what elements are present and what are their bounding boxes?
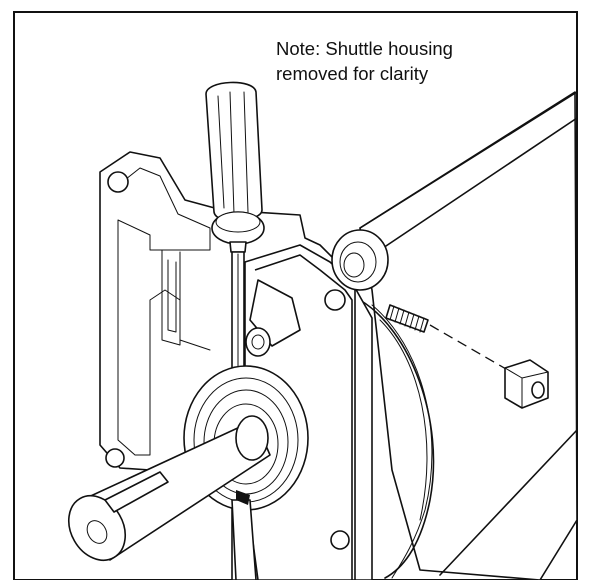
hex-nut-icon [504, 359, 549, 409]
alignment-line [429, 324, 526, 381]
screwdriver-icon [205, 81, 265, 433]
border [13, 11, 578, 580]
bearing-icon [331, 229, 389, 291]
mounting-tab [231, 490, 257, 580]
motor-icon [359, 91, 578, 580]
set-screw-icon [385, 304, 429, 333]
note-callout: Note: Shuttle housing removed for clarit… [276, 36, 576, 86]
note-line-1: Note: Shuttle housing [276, 38, 453, 59]
shaft-icon [67, 415, 271, 561]
note-line-2: removed for clarity [276, 63, 429, 84]
